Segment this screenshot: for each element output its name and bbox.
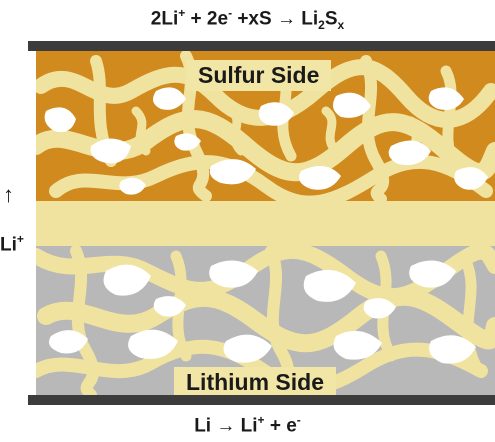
top-current-collector — [28, 41, 495, 51]
bottom-current-collector — [28, 395, 495, 405]
cathode-reaction-equation: 2Li+ + 2e- +xS → Li2Sx — [150, 6, 345, 33]
anode-reaction-equation: Li → Li+ + e- — [194, 413, 301, 437]
lithium-voids — [48, 260, 476, 364]
sulfur-side-label: Sulfur Side — [186, 60, 332, 91]
lithium-side-label: Lithium Side — [174, 367, 336, 398]
sulfur-voids — [44, 87, 488, 195]
battery-cross-section — [36, 51, 495, 395]
lithium-ion-label: Li+ — [0, 232, 24, 256]
up-arrow-icon: ↑ — [3, 182, 14, 207]
